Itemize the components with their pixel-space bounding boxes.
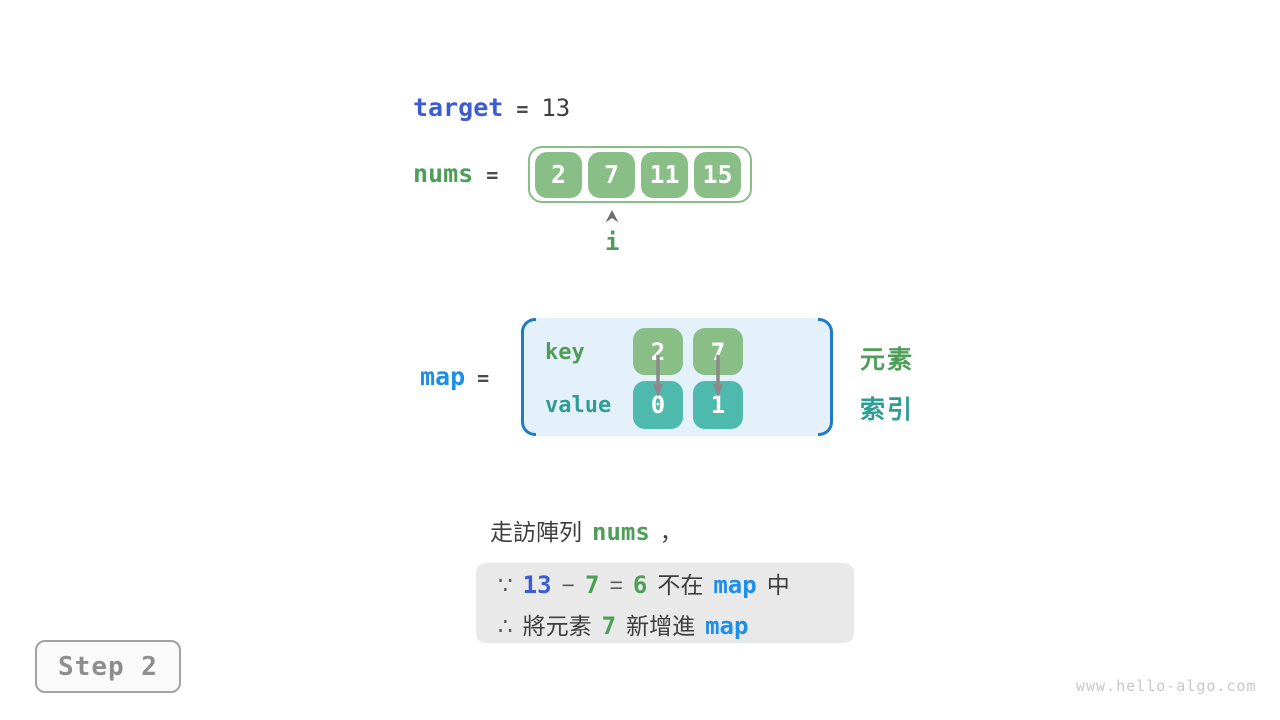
nums-cell: 15	[694, 151, 741, 198]
note-target-value: 13	[522, 570, 552, 599]
index-pointer-arrow-icon	[605, 210, 619, 223]
note-text-not-in: 不在	[657, 571, 704, 598]
key-to-value-arrow-icon	[652, 355, 664, 397]
nums-assignment: nums =	[413, 159, 498, 188]
nums-keyword: nums	[413, 159, 474, 188]
key-to-value-arrow-icon	[712, 355, 724, 397]
target-keyword: target	[413, 93, 504, 122]
minus-sign: −	[561, 571, 575, 598]
map-value-cell: 0	[633, 381, 683, 429]
nums-cell: 7	[588, 151, 635, 198]
note-text-insert-into: 新增進	[626, 612, 696, 639]
caption-code-nums: nums	[592, 518, 650, 546]
legend-element-label: 元素	[860, 346, 915, 374]
note-box: ∵ 13 − 7 = 6 不在 map 中 ∴ 將元素 7 新增進 map	[476, 563, 854, 643]
map-assignment: map =	[420, 362, 489, 391]
legend-index-label: 索引	[860, 396, 915, 424]
note-line-2: ∴ 將元素 7 新增進 map	[498, 607, 854, 641]
map-box: key value 2 7 0 1	[521, 318, 833, 436]
map-key-row-label: key	[545, 340, 585, 365]
nums-equals: =	[486, 163, 499, 187]
therefore-symbol: ∴	[498, 612, 513, 639]
caption-line: 走訪陣列 nums ，	[490, 513, 683, 547]
because-symbol: ∵	[498, 571, 513, 598]
nums-cell: 2	[535, 151, 582, 198]
note-map-keyword: map	[713, 570, 757, 599]
note-element-value: 7	[584, 570, 600, 599]
step-badge: Step 2	[35, 640, 181, 693]
target-equals: =	[516, 97, 529, 121]
map-left-bracket	[521, 318, 536, 436]
nums-cell: 11	[641, 151, 688, 198]
note-diff-value: 6	[632, 570, 648, 599]
caption-comma: ，	[659, 519, 683, 545]
map-right-bracket	[818, 318, 833, 436]
target-value: 13	[541, 94, 571, 122]
note-text-add-element: 將元素	[522, 612, 592, 639]
nums-array: 2 7 11 15	[528, 146, 752, 203]
caption-prefix: 走訪陣列	[490, 519, 582, 545]
index-pointer-label: i	[605, 228, 620, 256]
note-map-keyword: map	[705, 611, 749, 640]
note-text-in: 中	[766, 571, 790, 598]
note-added-value: 7	[601, 611, 617, 640]
note-line-1: ∵ 13 − 7 = 6 不在 map 中	[498, 566, 854, 600]
map-equals: =	[477, 366, 490, 390]
map-keyword: map	[420, 362, 466, 391]
watermark: www.hello-algo.com	[1076, 677, 1257, 695]
target-assignment: target = 13	[413, 93, 570, 122]
equals-sign: =	[609, 571, 623, 598]
map-value-row-label: value	[545, 393, 612, 418]
map-value-cell: 1	[693, 381, 743, 429]
